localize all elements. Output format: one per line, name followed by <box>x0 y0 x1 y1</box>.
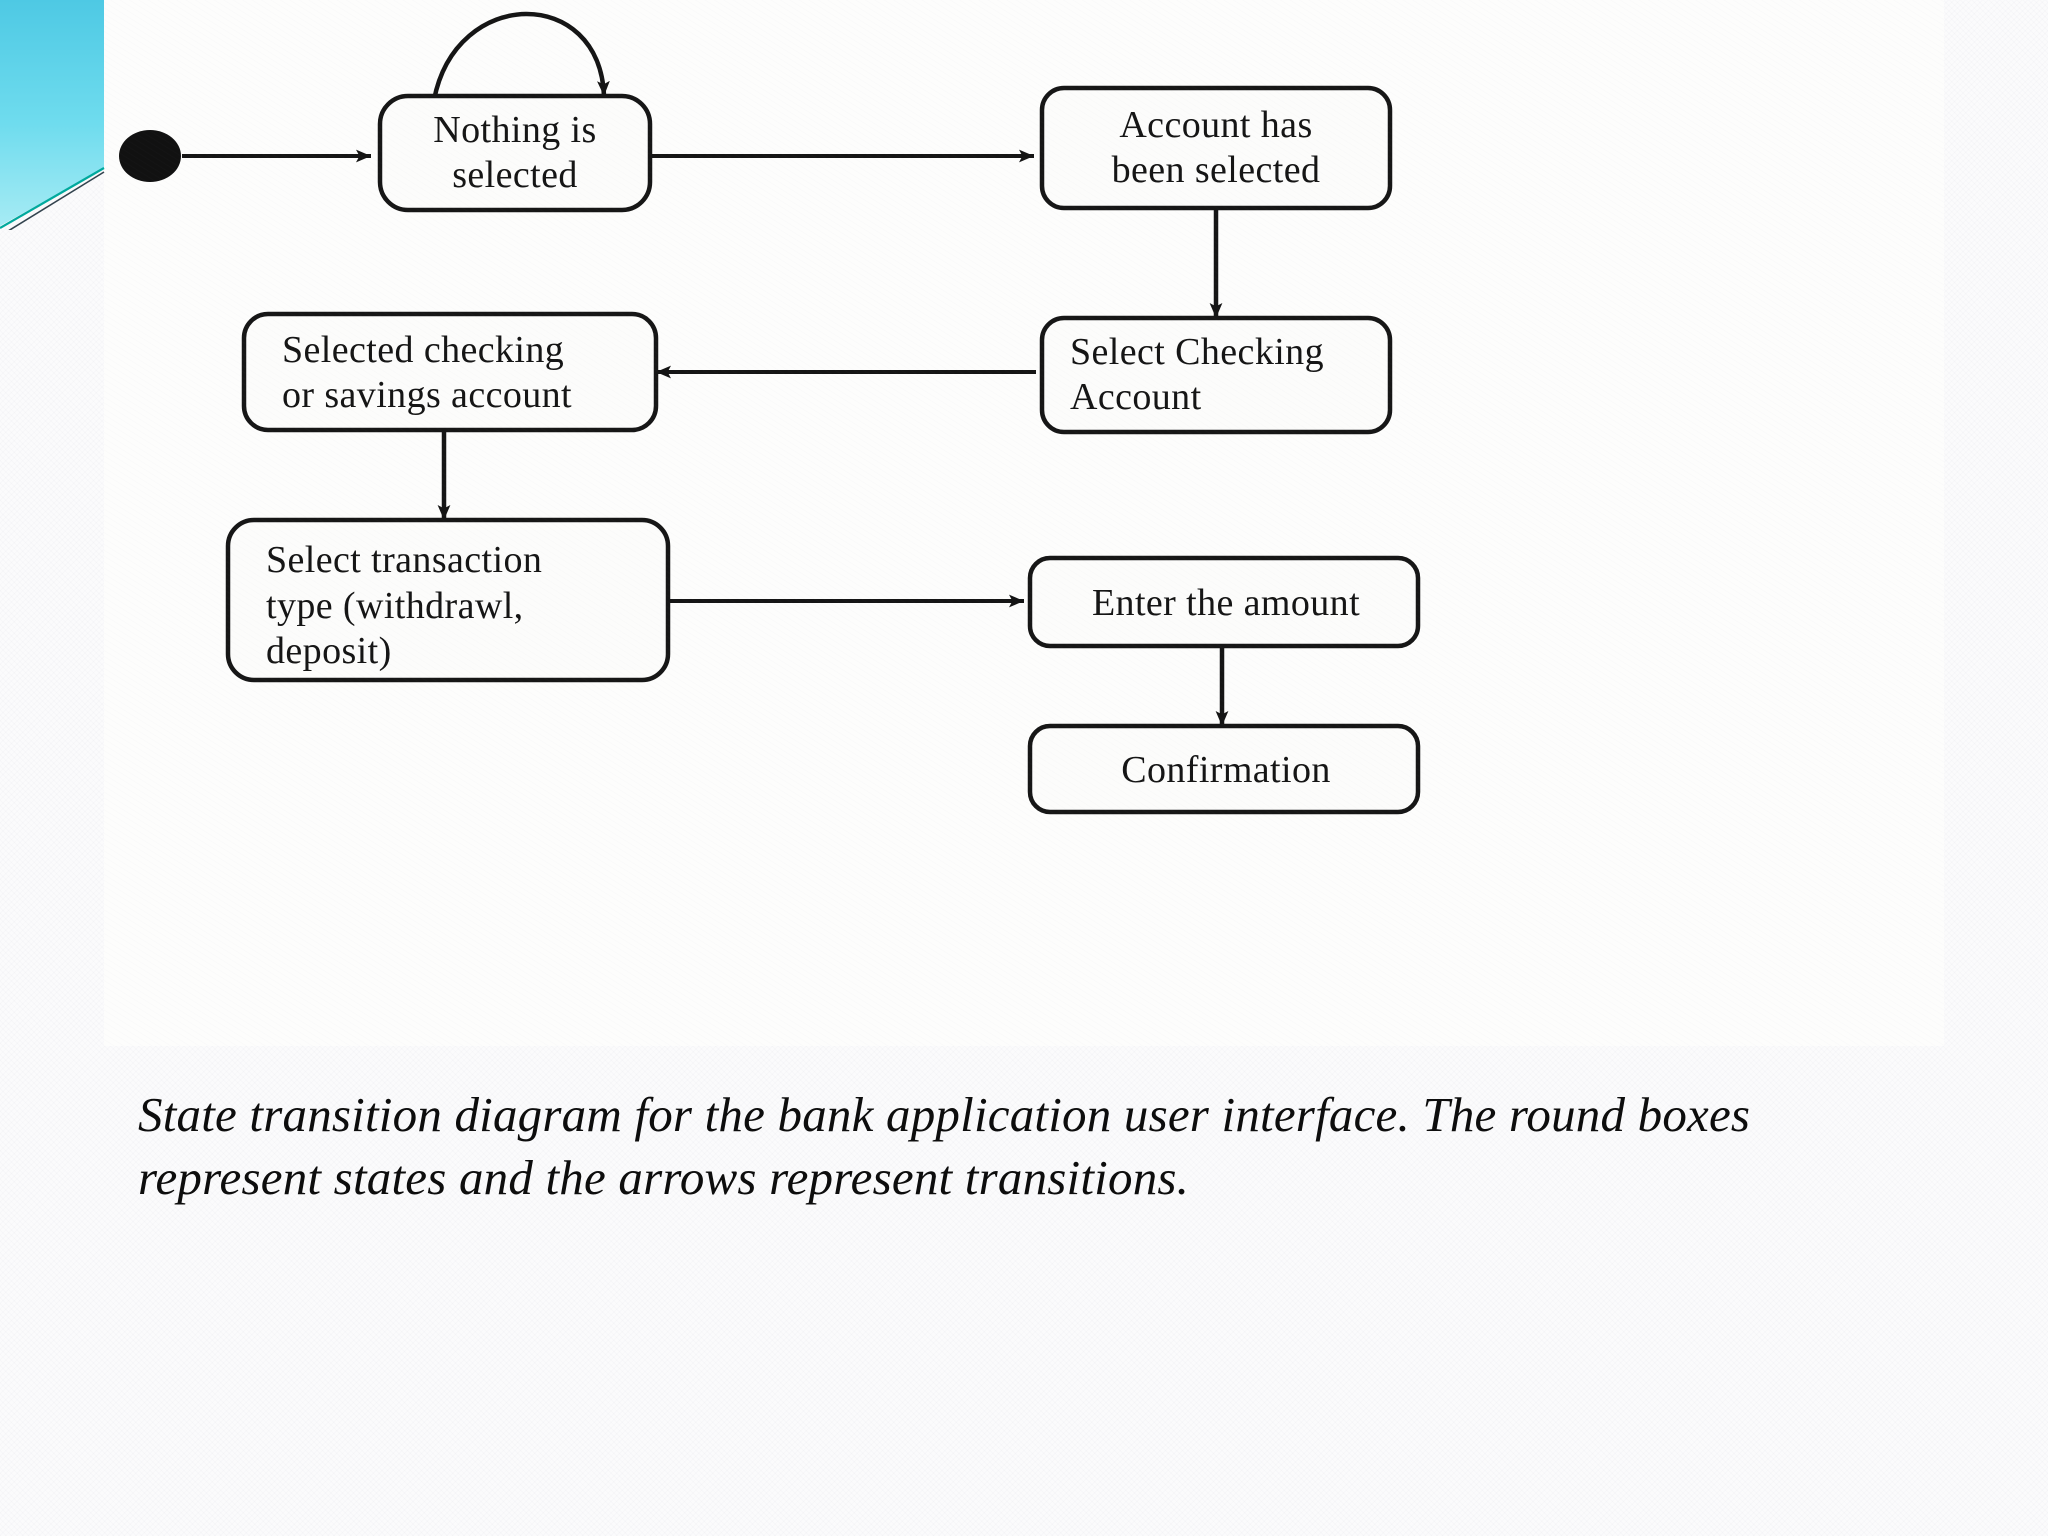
state-label-line2: Account <box>1070 376 1202 418</box>
ribbon-dark-stroke <box>8 171 105 230</box>
state-node-shape <box>225 517 671 683</box>
state-node-shape <box>1027 723 1421 815</box>
state-label-line2: or savings account <box>282 374 572 416</box>
state-node-account-has-been-selected[interactable]: Account has been selected <box>1039 85 1393 211</box>
state-node-shape <box>1027 555 1421 649</box>
caption-line-2: represent states and the arrows represen… <box>138 1149 1190 1205</box>
initial-state-node[interactable] <box>119 130 181 182</box>
state-label-line1: Selected checking <box>282 329 564 371</box>
state-label-line1: Nothing is <box>433 109 596 151</box>
edge-nothing-self-loop <box>431 11 610 101</box>
state-node-shape <box>241 311 659 433</box>
state-node-select-transaction-type[interactable]: Select transaction type (withdrawl, depo… <box>225 517 671 683</box>
state-label-line3: deposit) <box>266 630 392 672</box>
state-node-confirmation[interactable]: Confirmation <box>1027 723 1421 815</box>
state-node-selected-checking-or-savings-account[interactable]: Selected checking or savings account <box>241 311 659 433</box>
state-node-shape <box>1039 315 1393 435</box>
ribbon-teal-stroke <box>0 167 105 229</box>
state-label-line1: Select Checking <box>1070 331 1324 373</box>
caption-line-1: State transition diagram for the bank ap… <box>138 1087 1751 1142</box>
figure-caption: State transition diagram for the bank ap… <box>138 1084 1938 1209</box>
state-label-line2: type (withdrawl, <box>266 585 524 627</box>
state-node-select-checking-account[interactable]: Select Checking Account <box>1039 315 1393 435</box>
state-label-line1: Confirmation <box>1121 749 1331 791</box>
state-node-enter-the-amount[interactable]: Enter the amount <box>1027 555 1421 649</box>
state-node-shape <box>377 93 653 213</box>
corner-ribbon-decoration <box>0 0 105 230</box>
state-label-line1: Account has <box>1119 104 1312 146</box>
ribbon-fill-shape <box>0 0 104 226</box>
figure-image-region: Nothing is selected Account has been sel… <box>104 0 1944 1046</box>
state-node-shape <box>1039 85 1393 211</box>
state-label-line1: Enter the amount <box>1092 582 1360 624</box>
state-node-nothing-is-selected[interactable]: Nothing is selected <box>377 93 653 213</box>
state-label-line1: Select transaction <box>266 539 542 581</box>
state-label-line2: selected <box>452 154 578 196</box>
state-transition-diagram: Nothing is selected Account has been sel… <box>119 11 1421 815</box>
state-label-line2: been selected <box>1112 149 1321 191</box>
